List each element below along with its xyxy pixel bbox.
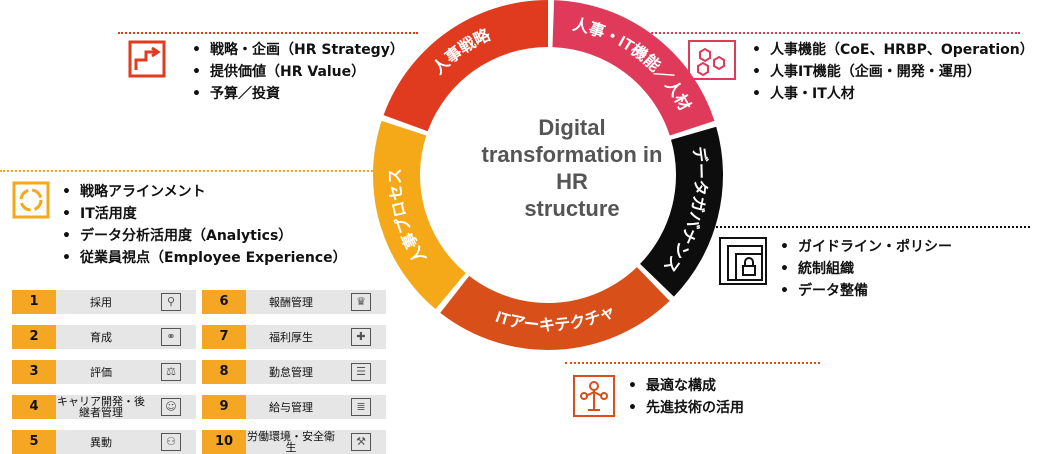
center-title-line: transformation in — [481, 142, 663, 167]
list-item: 従業員視点（Employee Experience） — [58, 247, 347, 269]
process-icon-cell: ☺ — [146, 395, 196, 419]
process-number: 3 — [12, 360, 56, 384]
hand-plus-icon: ✚ — [351, 328, 371, 346]
list-item: 先進技術の活用 — [624, 397, 744, 419]
hexagon-network-icon — [688, 40, 736, 80]
process-label: 福利厚生 — [246, 325, 336, 349]
center-title-line: HR — [556, 169, 588, 194]
process-icon-cell: ☰ — [336, 360, 386, 384]
list-item: 人事・IT人材 — [748, 83, 1034, 105]
process-label: キャリア開発・後継者管理 — [56, 395, 146, 419]
strategy-connector — [118, 32, 418, 34]
process-icon-cell: ⚒ — [336, 430, 386, 454]
process-icon-cell: ⚲ — [146, 290, 196, 314]
sliders-icon: ☰ — [351, 363, 371, 381]
ring-segment-2 — [552, 0, 715, 136]
list-item: 統制組織 — [776, 258, 952, 280]
process-number: 9 — [202, 395, 246, 419]
function-list: 人事機能（CoE、HRBP、Operation） 人事IT機能（企画・開発・運用… — [748, 39, 1034, 105]
center-title: Digital transformation in HR structure — [452, 114, 692, 222]
process-number: 7 — [202, 325, 246, 349]
governance-connector — [712, 226, 1030, 228]
worker-icon: ⚒ — [351, 433, 371, 451]
process-number: 8 — [202, 360, 246, 384]
process-number: 4 — [12, 395, 56, 419]
list-item: IT活用度 — [58, 203, 347, 225]
governance-list: ガイドライン・ポリシー 統制組織 データ整備 — [776, 236, 952, 302]
cycle-arrows-icon — [12, 181, 50, 219]
process-label: 報酬管理 — [246, 290, 336, 314]
process-number: 1 — [12, 290, 56, 314]
process-number: 5 — [12, 430, 56, 454]
process-label: 勤怠管理 — [246, 360, 336, 384]
flow-path-icon — [128, 40, 166, 78]
center-title-line: Digital — [538, 115, 606, 140]
architecture-connector — [565, 362, 820, 364]
list-item: ガイドライン・ポリシー — [776, 236, 952, 258]
list-item: 戦略・企画（HR Strategy） — [188, 39, 404, 61]
list-item: 最適な構成 — [624, 375, 744, 397]
process-icon-cell: ⚖ — [146, 360, 196, 384]
locked-layers-icon — [718, 236, 768, 286]
money-stack-icon: ≣ — [351, 398, 371, 416]
center-title-line: structure — [524, 196, 620, 221]
ring-segment-1 — [383, 0, 548, 132]
process-label: 育成 — [56, 325, 146, 349]
architecture-list: 最適な構成 先進技術の活用 — [624, 375, 744, 419]
person-search-icon: ⚲ — [161, 293, 181, 311]
list-item: データ分析活用度（Analytics） — [58, 225, 347, 247]
function-connector — [640, 32, 1020, 34]
list-item: 予算／投資 — [188, 83, 404, 105]
process-list: 戦略アラインメント IT活用度 データ分析活用度（Analytics） 従業員視… — [58, 181, 347, 269]
person-icon: ☺ — [161, 398, 181, 416]
process-label: 給与管理 — [246, 395, 336, 419]
scale-icon: ⚖ — [161, 363, 181, 381]
process-label: 労働環境・安全衛生 — [246, 430, 336, 454]
list-item: 人事IT機能（企画・開発・運用） — [748, 61, 1034, 83]
ring-segment-5 — [373, 120, 466, 310]
strategy-list: 戦略・企画（HR Strategy） 提供価値（HR Value） 予算／投資 — [188, 39, 404, 105]
process-number: 2 — [12, 325, 56, 349]
tree-network-icon — [572, 374, 616, 418]
process-icon-cell: ♛ — [336, 290, 386, 314]
process-icon-cell: ⚇ — [146, 430, 196, 454]
list-item: 戦略アラインメント — [58, 181, 347, 203]
handshake-icon: ⚭ — [161, 328, 181, 346]
process-label: 異動 — [56, 430, 146, 454]
ring-segment-4 — [440, 267, 670, 350]
process-icon-cell: ✚ — [336, 325, 386, 349]
list-item: 人事機能（CoE、HRBP、Operation） — [748, 39, 1034, 61]
process-icon-cell: ⚭ — [146, 325, 196, 349]
process-number: 6 — [202, 290, 246, 314]
process-number: 10 — [202, 430, 246, 454]
process-connector — [0, 170, 385, 172]
org-chart-icon: ⚇ — [161, 433, 181, 451]
list-item: 提供価値（HR Value） — [188, 61, 404, 83]
process-label: 評価 — [56, 360, 146, 384]
process-label: 採用 — [56, 290, 146, 314]
trophy-icon: ♛ — [351, 293, 371, 311]
process-icon-cell: ≣ — [336, 395, 386, 419]
list-item: データ整備 — [776, 280, 952, 302]
ring-segment-3 — [640, 126, 723, 297]
